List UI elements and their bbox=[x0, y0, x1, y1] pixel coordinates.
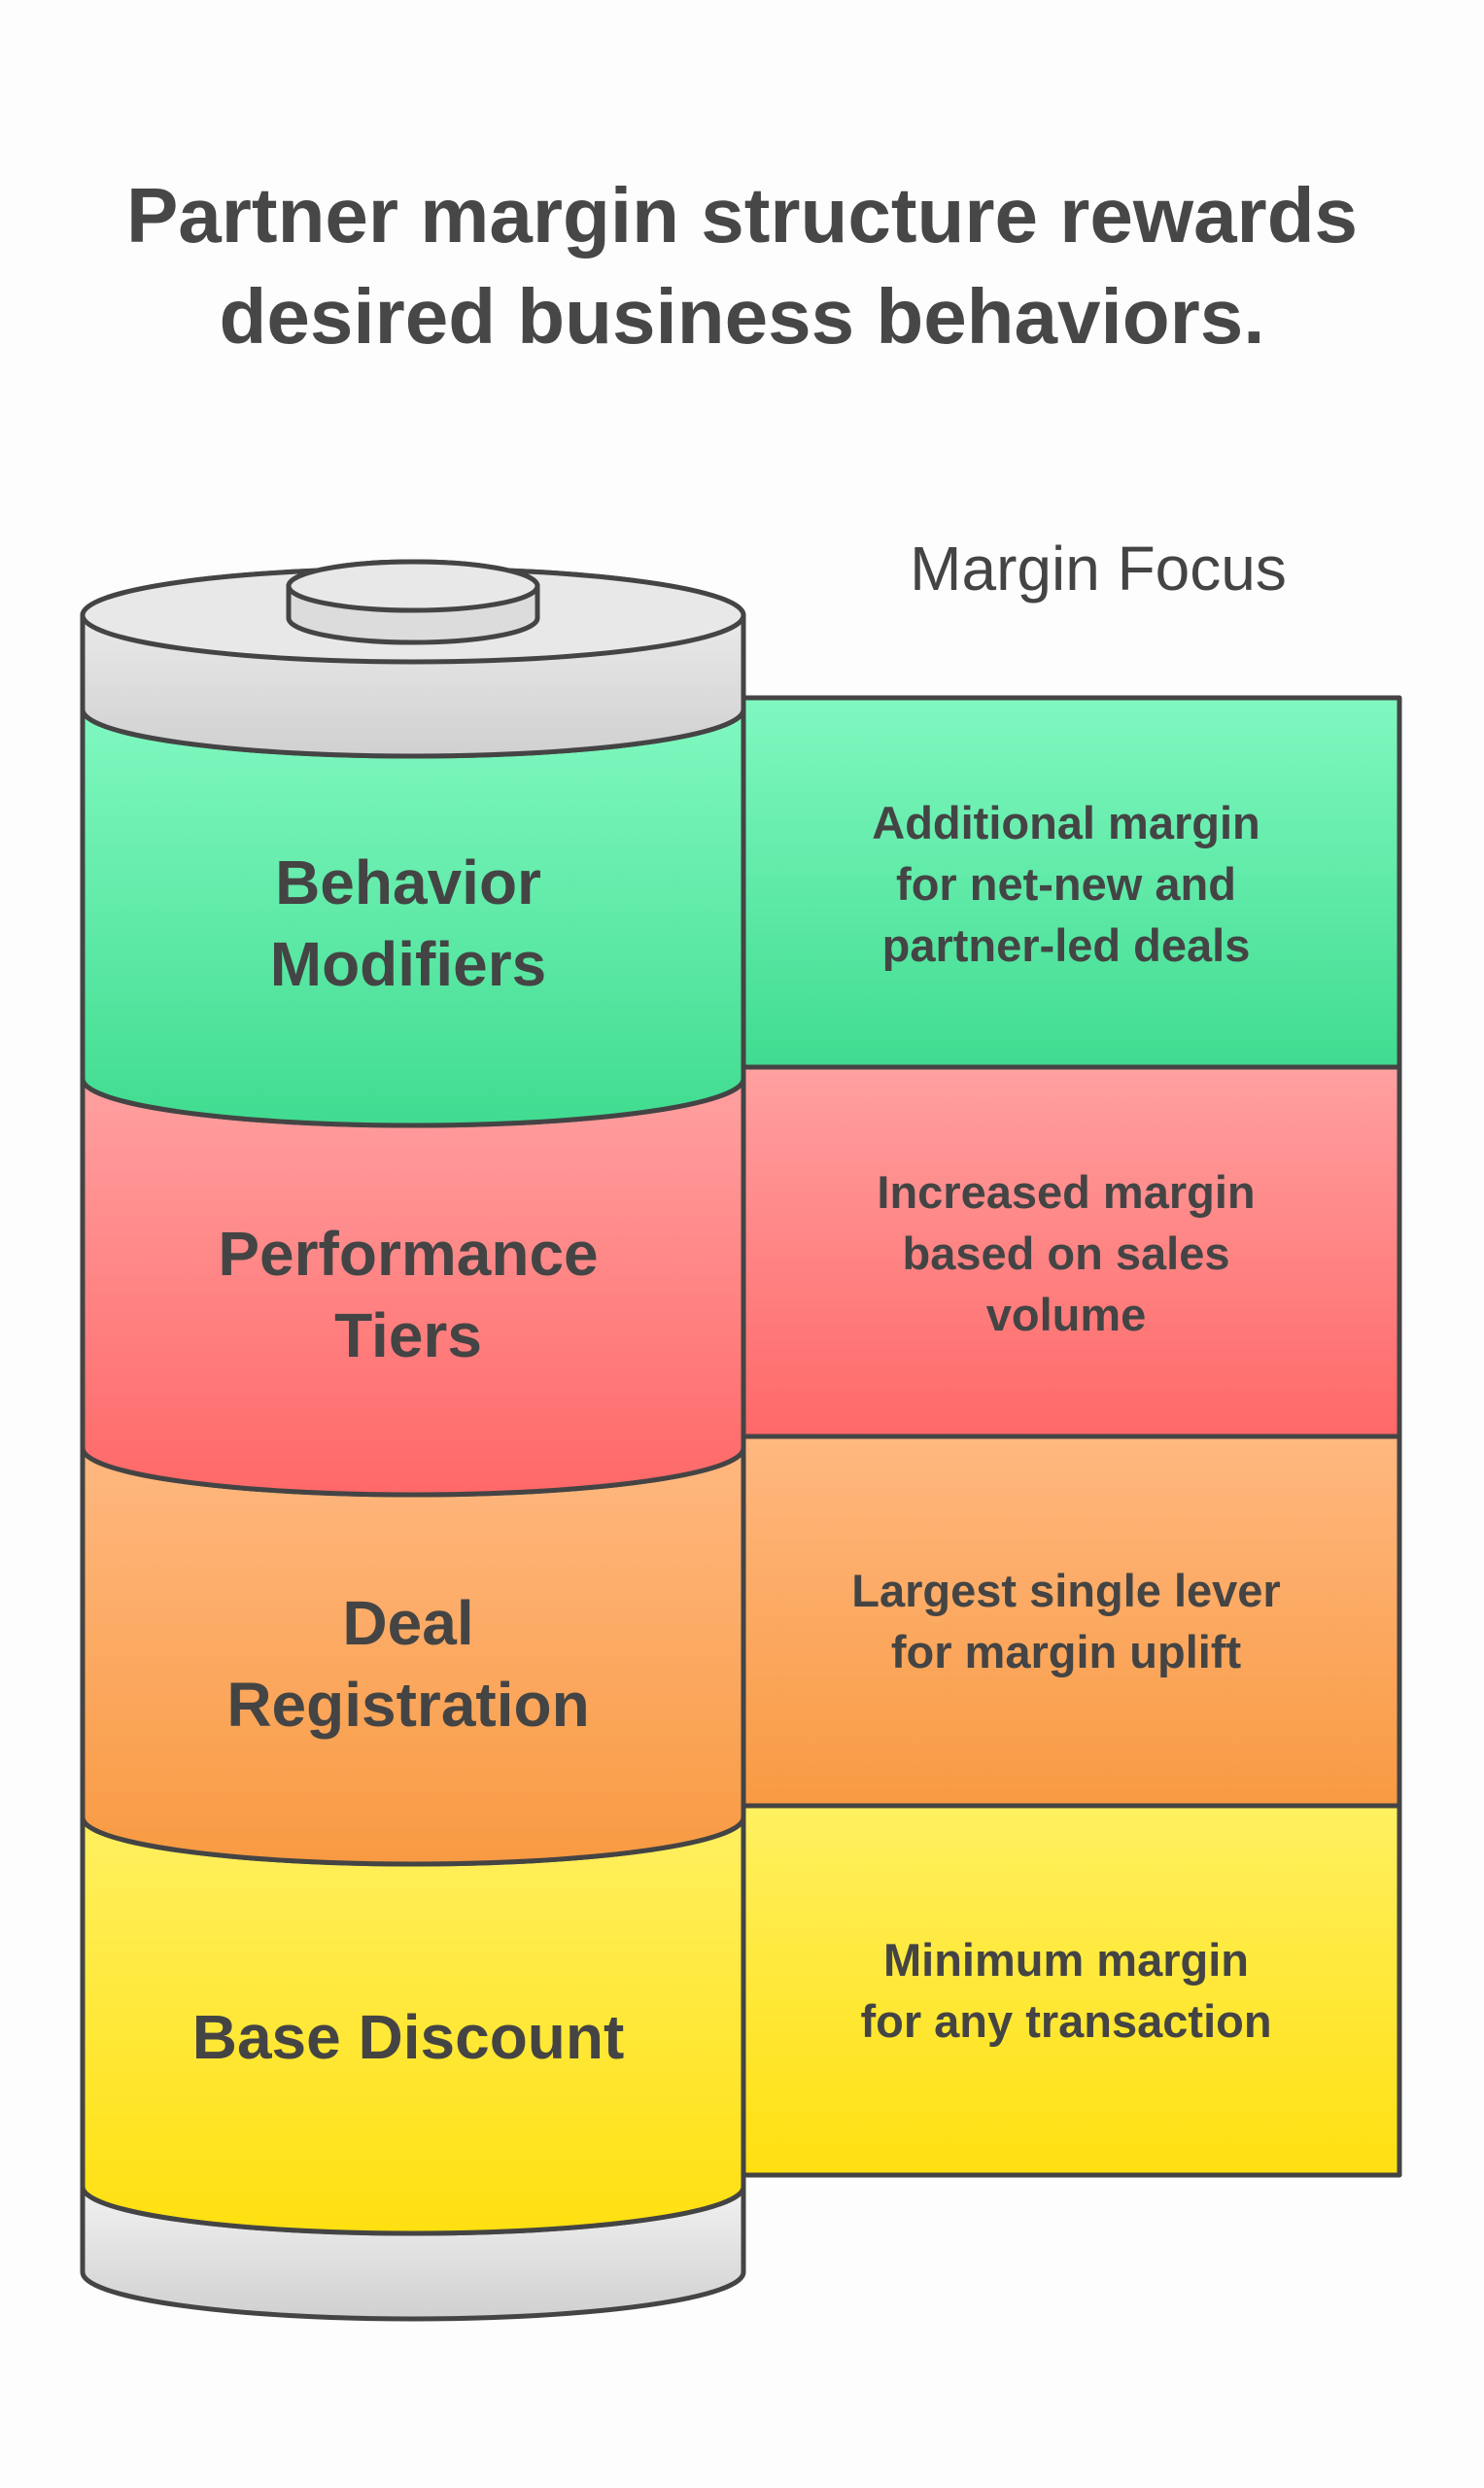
focus-text-behavior-modifiers: Additional margin for net-new and partne… bbox=[741, 792, 1392, 976]
layer-label-line: Base Discount bbox=[191, 2002, 625, 2072]
focus-line: for margin uplift bbox=[890, 1626, 1242, 1677]
focus-box-deal-registration bbox=[741, 1434, 1402, 1809]
layer-label-line: Behavior bbox=[275, 847, 541, 917]
layer-label-performance-tiers: Performance Tiers bbox=[83, 1213, 734, 1376]
focus-line: Largest single lever bbox=[851, 1565, 1281, 1616]
battery-terminal-top bbox=[286, 559, 540, 613]
layer-label-line: Performance bbox=[218, 1219, 599, 1289]
layer-label-line: Tiers bbox=[334, 1300, 482, 1370]
focus-text-deal-registration: Largest single lever for margin uplift bbox=[741, 1560, 1392, 1682]
focus-text-performance-tiers: Increased margin based on sales volume bbox=[741, 1161, 1392, 1345]
focus-line: based on sales bbox=[902, 1227, 1230, 1279]
focus-line: volume bbox=[985, 1289, 1147, 1340]
title-line-1: Partner margin structure rewards bbox=[125, 172, 1359, 259]
focus-text-base-discount: Minimum margin for any transaction bbox=[741, 1929, 1392, 2052]
layer-label-line: Modifiers bbox=[269, 929, 547, 999]
focus-line: for net-new and bbox=[896, 858, 1236, 910]
layer-label-base-discount: Base Discount bbox=[83, 1996, 734, 2078]
focus-line: Increased margin bbox=[877, 1166, 1256, 1218]
layer-label-deal-registration: Deal Registration bbox=[83, 1582, 734, 1745]
page-title: Partner margin structure rewards desired… bbox=[0, 165, 1484, 367]
focus-box-performance-tiers bbox=[741, 1064, 1402, 1439]
margin-focus-header: Margin Focus bbox=[910, 534, 1287, 604]
layer-label-line: Deal bbox=[342, 1588, 474, 1658]
focus-line: for any transaction bbox=[860, 1995, 1272, 2047]
layer-label-behavior-modifiers: Behavior Modifiers bbox=[83, 842, 734, 1005]
focus-box-behavior-modifiers bbox=[741, 695, 1402, 1070]
focus-line: Minimum margin bbox=[882, 1934, 1250, 1986]
layer-label-line: Registration bbox=[226, 1670, 590, 1740]
focus-line: partner-led deals bbox=[881, 919, 1251, 971]
focus-box-base-discount bbox=[741, 1803, 1402, 2178]
focus-line: Additional margin bbox=[872, 797, 1260, 848]
title-line-2: desired business behaviors. bbox=[219, 273, 1265, 360]
